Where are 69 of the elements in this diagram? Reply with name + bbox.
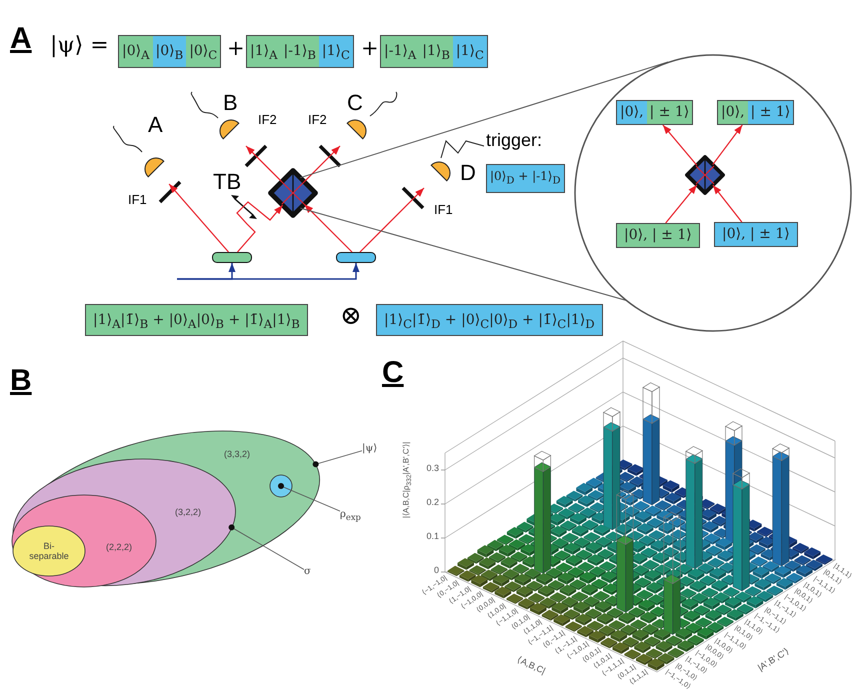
tick-label: 0.1	[426, 532, 439, 542]
set-label: Bi- separable	[28, 540, 70, 561]
plus-sign: +	[227, 37, 245, 60]
state-box: |1⟩$_{A}$|1̄⟩$_{B}$ + |0⟩$_{A}$|0⟩$_{B}$ + |1̄⟩$_{A}$|1⟩$_{B}$	[85, 304, 308, 336]
ket-term: | ± 1⟩	[748, 101, 794, 124]
crystal	[212, 252, 252, 263]
laser-beam	[360, 188, 424, 252]
state-box	[717, 100, 794, 125]
ket-term: |1⟩$_{B}$	[419, 36, 453, 67]
detector-label: D	[460, 160, 476, 186]
ket-term: |0⟩,	[617, 101, 647, 124]
ket-term: |-1⟩$_{A}$	[381, 36, 420, 67]
ket-term: |0⟩$_{C}$	[186, 36, 220, 67]
filter-label: IF1	[434, 202, 453, 217]
laser-beam	[304, 146, 340, 182]
filter-label: IF1	[128, 192, 147, 207]
ket-term: |1⟩$_{C}$	[452, 36, 487, 67]
zoom-line	[300, 208, 627, 301]
state-box: |0⟩, | ± 1⟩	[616, 223, 700, 248]
tick-label: 0.2	[426, 498, 439, 508]
plus-sign: +	[361, 37, 379, 60]
zoom-line	[300, 62, 668, 178]
ket-term: |0⟩$_{A}$	[119, 36, 153, 67]
laser-beam	[662, 124, 698, 166]
ket-term: |-1⟩$_{B}$	[280, 36, 319, 67]
tick-label: 0.3	[426, 464, 439, 474]
laser-beam	[168, 184, 229, 252]
state-box	[616, 100, 694, 125]
ket-term: |0⟩$_{B}$	[152, 36, 186, 67]
panel-letter: C	[382, 356, 404, 389]
leader-label: |ψ⟩	[362, 443, 378, 454]
detector-label: B	[223, 90, 238, 116]
state-box: |0⟩$_{D}$ + |-1⟩$_{D}$	[486, 164, 565, 194]
leader-label: ρ$_{exp}$	[340, 509, 361, 522]
ket-term: |0⟩,	[718, 101, 748, 124]
state-box	[380, 35, 488, 68]
panel-letter: A	[10, 22, 32, 55]
state-box	[246, 35, 354, 68]
state-box: |0⟩, | ± 1⟩	[714, 222, 798, 247]
filter-label: IF2	[308, 112, 327, 127]
laser-beam	[665, 184, 698, 224]
tick-label: 0	[434, 566, 439, 575]
filter-label: IF2	[258, 112, 277, 127]
state-box	[118, 35, 222, 68]
ket-term: | ± 1⟩	[646, 101, 692, 124]
leader-label: σ	[304, 566, 311, 577]
detector-label: A	[148, 112, 163, 138]
tensor-product-sign: ⊗	[340, 302, 362, 331]
equation-label: |ψ⟩ =	[50, 34, 109, 58]
panel-letter: B	[10, 364, 32, 397]
leader-line	[228, 524, 304, 570]
pump-beam	[177, 263, 360, 280]
laser-beam	[304, 204, 352, 252]
ket-term: |1⟩$_{C}$	[318, 36, 353, 67]
state-box: |1⟩$_{C}$|1̄⟩$_{D}$ + |0⟩$_{C}$|0⟩$_{D}$ + |1̄⟩$_{C}$|1⟩$_{D}$	[376, 304, 603, 336]
leader-line	[312, 450, 362, 468]
laser-beam	[712, 184, 742, 222]
laser-beam	[246, 146, 282, 182]
set-label: (3,2,2)	[174, 506, 201, 517]
set-label: (3,3,2)	[224, 448, 250, 459]
set-label: (2,2,2)	[106, 542, 132, 552]
delay-label: TB	[213, 170, 242, 194]
laser-beam	[236, 201, 284, 252]
leader-line	[278, 483, 340, 512]
crystal	[336, 252, 376, 263]
detector-cable	[440, 140, 484, 158]
laser-beam	[712, 124, 743, 166]
ket-term: |1⟩$_{A}$	[247, 36, 281, 67]
detector-label: C	[347, 90, 363, 116]
